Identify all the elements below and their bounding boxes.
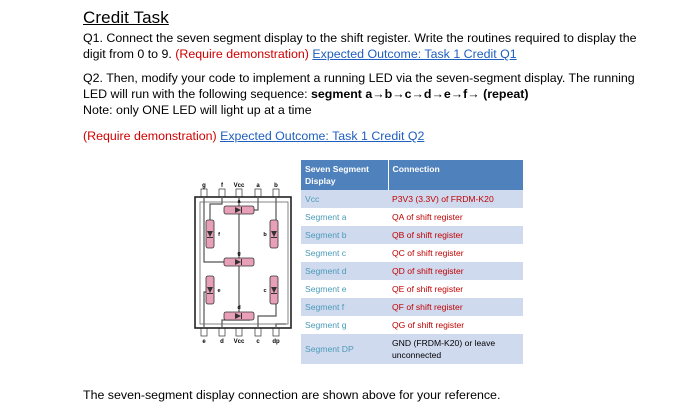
q1-requirement: (Require demonstration) (175, 47, 309, 61)
table-row: Segment DP GND (FRDM-K20) or leave uncon… (301, 334, 523, 364)
row-signal: Segment g (301, 316, 388, 334)
pin-label-a: a (256, 183, 260, 189)
pin-label-d: d (220, 339, 224, 345)
row-signal: Segment DP (301, 334, 388, 364)
footer-note: The seven-segment display connection are… (83, 388, 501, 402)
table-row: Segment d QD of shift register (301, 262, 523, 280)
pin-label-dp: dp (272, 339, 280, 345)
demo-line: (Require demonstration) Expected Outcome… (83, 128, 643, 144)
table-row: Segment a QA of shift register (301, 208, 523, 226)
table-header-row: Seven Segment Display Connection (301, 160, 523, 190)
row-connection: QG of shift register (388, 316, 523, 334)
row-signal: Segment c (301, 244, 388, 262)
row-signal: Segment e (301, 280, 388, 298)
segment-label-a: a (237, 199, 241, 205)
row-signal: Vcc (301, 190, 388, 208)
row-signal: Segment f (301, 298, 388, 316)
segment-label-f: f (218, 232, 220, 238)
row-signal: Segment b (301, 226, 388, 244)
header-seven-segment: Seven Segment Display (301, 160, 389, 190)
row-connection: GND (FRDM-K20) or leave unconnected (388, 334, 523, 364)
pin-label-vcc-bottom: Vcc (234, 339, 245, 345)
connection-table: Seven Segment Display Connection Vcc P3V… (301, 160, 523, 364)
q2-note: Note: only ONE LED will light up at a ti… (83, 103, 312, 117)
question-1: Q1. Connect the seven segment display to… (83, 30, 643, 62)
pin-label-b: b (274, 183, 278, 189)
q1-text: Q1. Connect the seven segment display to… (83, 31, 637, 61)
q2-requirement: (Require demonstration) (83, 129, 217, 143)
pin-label-vcc-top: Vcc (234, 183, 245, 189)
segment-label-g: g (237, 251, 240, 257)
pin-label-c: c (256, 339, 260, 345)
q2-outcome-link[interactable]: Expected Outcome: Task 1 Credit Q2 (220, 129, 425, 143)
row-connection: QC of shift register (388, 244, 523, 262)
pin-label-g: g (202, 183, 206, 189)
q2-sequence: segment a→b→c→d→e→f→ (repeat) (310, 87, 529, 101)
segment-label-c: c (263, 288, 266, 294)
row-connection: QA of shift register (388, 208, 523, 226)
table-row: Segment c QC of shift register (301, 244, 523, 262)
row-signal: Segment a (301, 208, 388, 226)
row-connection: QD of shift register (388, 262, 523, 280)
segment-label-d: d (237, 305, 240, 311)
table-row: Segment e QE of shift register (301, 280, 523, 298)
table-row: Vcc P3V3 (3.3V) of FRDM-K20 (301, 190, 523, 208)
page-title: Credit Task (83, 8, 169, 27)
row-connection: QE of shift register (388, 280, 523, 298)
question-2: Q2. Then, modify your code to implement … (83, 70, 643, 118)
table-row: Segment b QB of shift register (301, 226, 523, 244)
q1-outcome-link[interactable]: Expected Outcome: Task 1 Credit Q1 (312, 47, 517, 61)
header-connection: Connection (388, 160, 523, 190)
seven-segment-diagram: g f Vcc a b (192, 180, 296, 346)
pin-label-f: f (221, 183, 224, 189)
table-row: Segment f QF of shift register (301, 298, 523, 316)
segment-label-b: b (263, 232, 267, 238)
row-signal: Segment d (301, 262, 388, 280)
segment-label-e: e (217, 288, 220, 294)
row-connection: P3V3 (3.3V) of FRDM-K20 (388, 190, 523, 208)
row-connection: QB of shift register (388, 226, 523, 244)
row-connection: QF of shift register (388, 298, 523, 316)
q2-text: Q2. Then, modify your code to implement … (83, 71, 635, 101)
table-row: Segment g QG of shift register (301, 316, 523, 334)
pin-label-e: e (202, 339, 206, 345)
